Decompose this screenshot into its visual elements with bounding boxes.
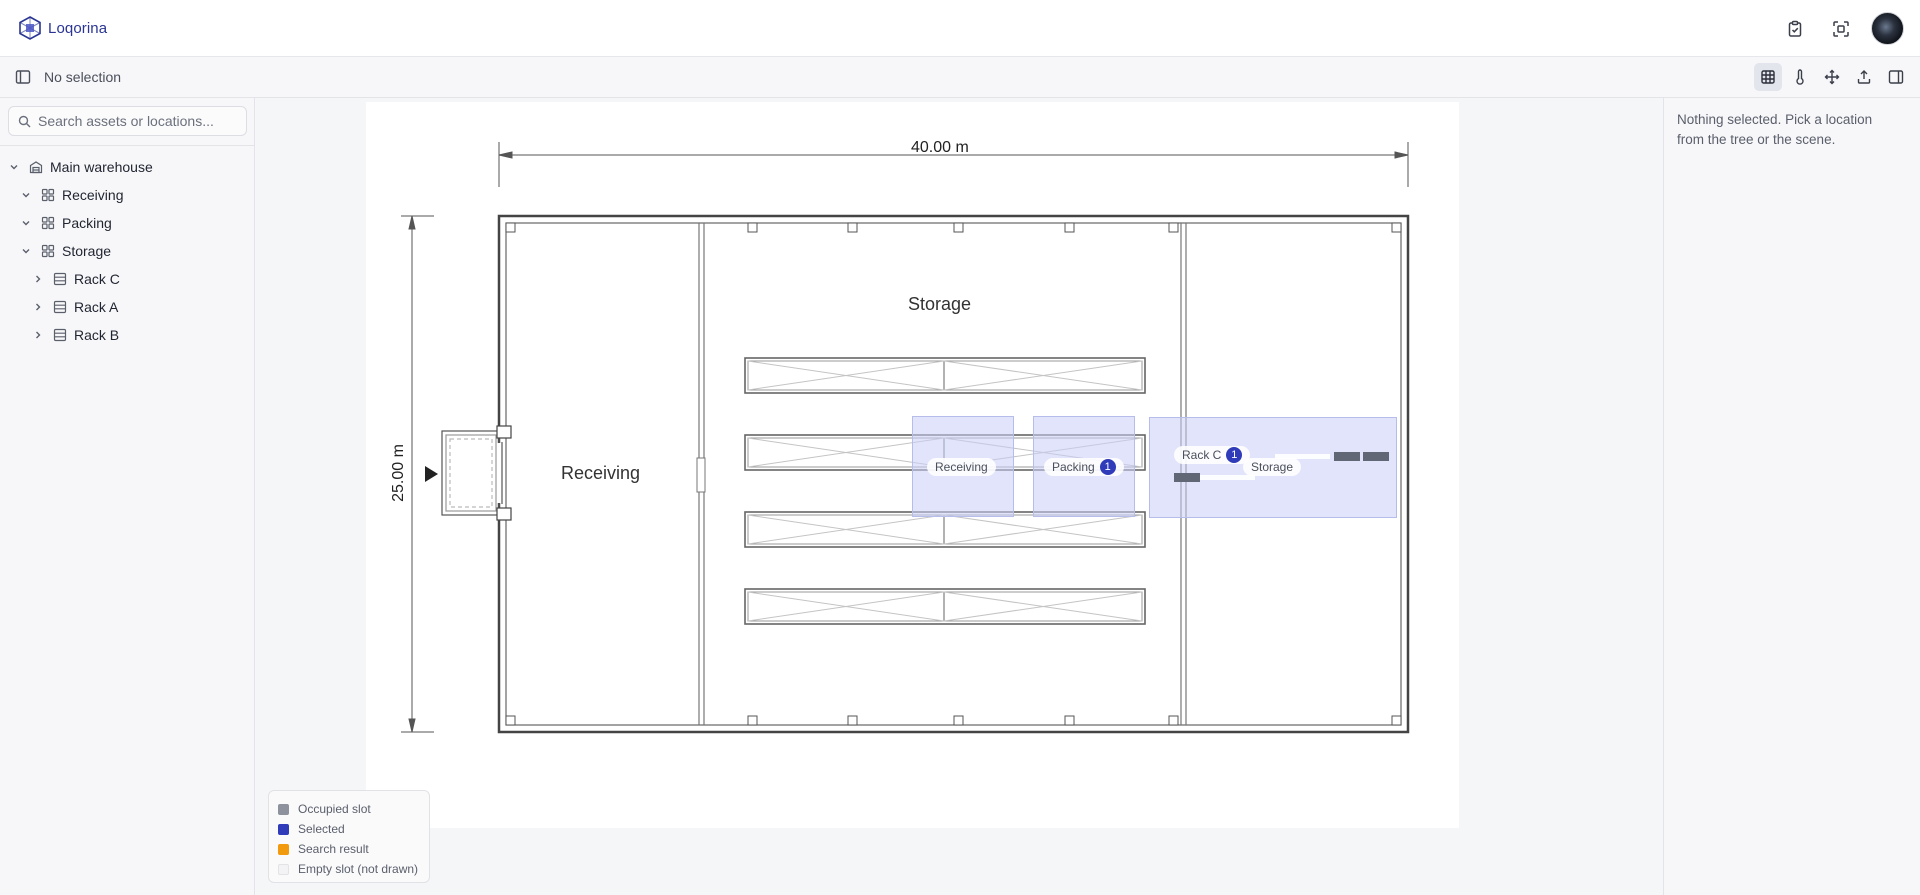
app-name: Loqorina <box>48 19 108 37</box>
scan-frame-icon <box>1833 20 1849 37</box>
tree-item-label: Rack C <box>74 271 120 287</box>
zone-grid-icon <box>41 216 55 230</box>
tree-item-rack-a[interactable]: Rack A <box>0 293 255 321</box>
search-box[interactable] <box>8 106 247 136</box>
tree-item-rack-b[interactable]: Rack B <box>0 321 255 349</box>
empty-slot <box>1200 475 1255 480</box>
tree-item-label: Packing <box>62 215 112 231</box>
chevron-down-icon[interactable] <box>8 161 20 173</box>
rack-pill-label: Rack C <box>1182 448 1222 462</box>
occupied-slot[interactable] <box>1174 473 1200 482</box>
upload-icon <box>1857 70 1871 84</box>
tree-item-main-warehouse[interactable]: Main warehouse <box>0 153 255 181</box>
empty-selection-message: Nothing selected. Pick a location from t… <box>1677 112 1873 147</box>
user-avatar[interactable] <box>1871 12 1904 45</box>
logo-cube-icon <box>19 16 41 40</box>
floor-plan[interactable]: 40.00 m 25.00 m Receiving Storage Receiv… <box>366 102 1459 828</box>
warehouse-icon <box>29 160 43 174</box>
occupied-slot[interactable] <box>1334 452 1360 461</box>
selection-status: No selection <box>44 69 122 85</box>
app-logo[interactable]: Loqorina <box>17 15 107 41</box>
sidebar-left-icon <box>15 70 31 84</box>
tree-item-label: Rack A <box>74 299 119 315</box>
tree-item-label: Rack B <box>74 327 120 343</box>
tree-item-receiving[interactable]: Receiving <box>0 181 255 209</box>
tasks-clipboard-button[interactable] <box>1779 13 1811 45</box>
toggle-left-sidebar-button[interactable] <box>13 67 33 87</box>
clipboard-check-icon <box>1788 20 1802 37</box>
grid-view-button[interactable] <box>1754 63 1782 91</box>
legend-label: Search result <box>298 842 369 856</box>
sub-toolbar: No selection <box>0 57 1920 98</box>
temperature-view-button[interactable] <box>1786 63 1814 91</box>
legend-label: Empty slot (not drawn) <box>298 862 419 876</box>
panel-divider <box>0 145 255 146</box>
chevron-right-icon[interactable] <box>32 301 44 313</box>
location-tree: Main warehouse Receiving Packing Storage… <box>0 153 255 349</box>
toggle-right-sidebar-button[interactable] <box>1882 63 1910 91</box>
occupied-slot[interactable] <box>1363 452 1389 461</box>
legend-label: Occupied slot <box>298 802 371 816</box>
zone-pill-packing: Packing 1 <box>1044 458 1124 476</box>
top-bar: Loqorina <box>0 0 1920 57</box>
tree-item-storage[interactable]: Storage <box>0 237 255 265</box>
chevron-right-icon[interactable] <box>32 329 44 341</box>
zone-pill-label: Storage <box>1251 460 1294 474</box>
tree-item-packing[interactable]: Packing <box>0 209 255 237</box>
storage-zone-overlay[interactable]: Rack C 1 Storage <box>1149 417 1397 518</box>
tree-item-label: Storage <box>62 243 112 259</box>
plan-zone-label-storage: Storage <box>908 294 972 314</box>
rack-icon <box>53 300 67 314</box>
zone-grid-icon <box>41 188 55 202</box>
details-panel: Nothing selected. Pick a location from t… <box>1663 98 1920 895</box>
zone-pill-receiving: Receiving <box>927 458 996 476</box>
scene-canvas[interactable]: 40.00 m 25.00 m Receiving Storage Receiv… <box>256 98 1663 895</box>
plan-height-dimension-label: 25.00 m <box>390 444 407 502</box>
chevron-right-icon[interactable] <box>32 273 44 285</box>
export-button[interactable] <box>1850 63 1878 91</box>
empty-slot <box>1275 454 1330 459</box>
chevron-down-icon[interactable] <box>20 217 32 229</box>
chevron-down-icon[interactable] <box>20 245 32 257</box>
legend-swatch <box>278 843 289 855</box>
rack-icon <box>53 272 67 286</box>
grid-table-icon <box>1761 70 1775 84</box>
receiving-zone-overlay[interactable]: Receiving <box>912 416 1014 517</box>
tree-item-label: Receiving <box>62 187 124 203</box>
plan-width-dimension-label: 40.00 m <box>911 139 969 156</box>
tree-item-label: Main warehouse <box>50 159 153 175</box>
chevron-down-icon[interactable] <box>20 189 32 201</box>
tree-item-rack-c[interactable]: Rack C <box>0 265 255 293</box>
search-input[interactable] <box>38 113 238 129</box>
legend-swatch <box>278 803 289 815</box>
map-legend: Occupied slot Selected Search result Emp… <box>268 790 430 883</box>
item-count-badge: 1 <box>1099 459 1116 475</box>
rack-icon <box>53 328 67 342</box>
zone-pill-storage: Storage <box>1243 458 1302 476</box>
sidebar-right-icon <box>1888 70 1904 84</box>
legend-item-selected: Selected <box>278 819 429 839</box>
legend-label: Selected <box>298 822 345 836</box>
plan-zone-label-receiving: Receiving <box>561 463 641 483</box>
location-tree-panel: Main warehouse Receiving Packing Storage… <box>0 98 255 895</box>
legend-item-search-result: Search result <box>278 839 429 859</box>
legend-swatch <box>278 823 289 835</box>
move-tool-button[interactable] <box>1818 63 1846 91</box>
zone-pill-label: Packing <box>1052 460 1095 474</box>
scan-button[interactable] <box>1825 13 1857 45</box>
item-count-badge: 1 <box>1226 447 1243 463</box>
legend-item-occupied: Occupied slot <box>278 799 429 819</box>
zone-pill-label: Receiving <box>935 460 988 474</box>
legend-item-empty: Empty slot (not drawn) <box>278 859 429 879</box>
move-arrows-icon <box>1824 69 1840 85</box>
rack-pill-rack-c[interactable]: Rack C 1 <box>1174 446 1251 464</box>
search-icon <box>18 115 31 128</box>
thermometer-icon <box>1796 69 1804 85</box>
zone-grid-icon <box>41 244 55 258</box>
legend-swatch <box>278 863 289 875</box>
packing-zone-overlay[interactable]: Packing 1 <box>1033 416 1135 517</box>
